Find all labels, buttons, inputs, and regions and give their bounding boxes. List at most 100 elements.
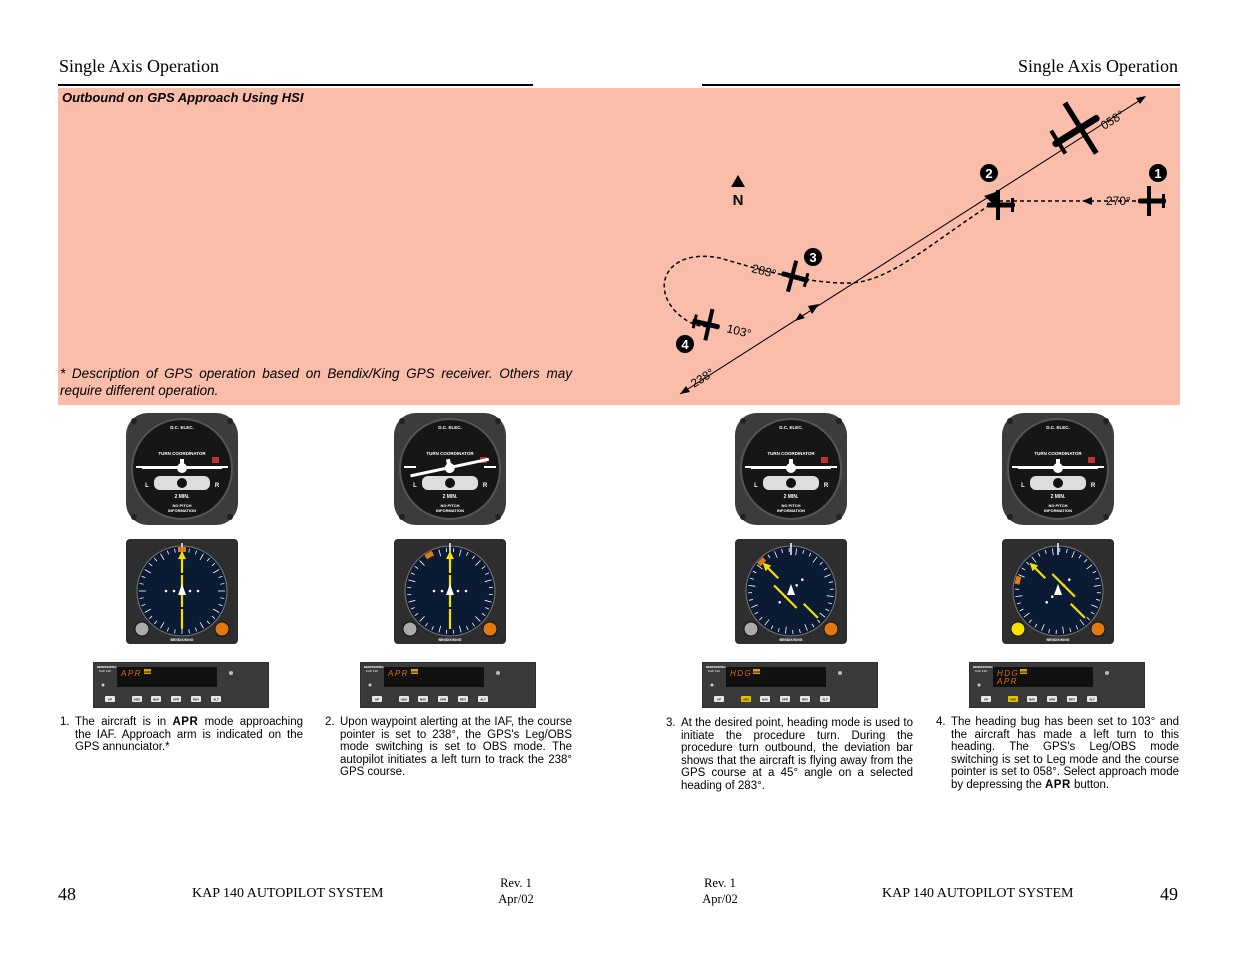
svg-text:AP: AP: [108, 698, 112, 702]
svg-text:3: 3: [809, 250, 816, 265]
svg-text:BENDIX/KING: BENDIX/KING: [439, 638, 462, 642]
right-page-number: 49: [1160, 884, 1178, 904]
svg-text:NO PITCH: NO PITCH: [781, 503, 800, 508]
ap-button-apr[interactable]: APR: [438, 696, 448, 702]
svg-text:APR: APR: [782, 698, 789, 702]
ap-button-nav[interactable]: NAV: [760, 696, 770, 702]
diagram-band: [58, 88, 1180, 405]
svg-text:NAV: NAV: [420, 698, 426, 702]
svg-text:APR: APR: [440, 698, 447, 702]
svg-text:INFORMATION: INFORMATION: [1044, 508, 1072, 513]
ap-button-hdg[interactable]: HDG: [1008, 696, 1018, 702]
ap-button-rev[interactable]: REV: [458, 696, 468, 702]
svg-text:TURN COORDINATOR: TURN COORDINATOR: [426, 451, 474, 456]
svg-text:NAV: NAV: [1029, 698, 1035, 702]
svg-text:BENDIX/KING: BENDIX/KING: [364, 665, 384, 669]
aircraft-058: [1049, 101, 1100, 155]
ap-button-hdg[interactable]: HDG: [132, 696, 142, 702]
ap-button-rev[interactable]: REV: [800, 696, 810, 702]
ap-button-hdg[interactable]: HDG: [399, 696, 409, 702]
svg-text:ALT: ALT: [822, 698, 828, 702]
svg-text:R: R: [483, 483, 488, 489]
caption-3: 3. At the desired point, heading mode is…: [666, 717, 913, 792]
svg-text:2 MIN.: 2 MIN.: [784, 494, 799, 500]
svg-text:L: L: [413, 483, 417, 489]
svg-text:KAP 140: KAP 140: [708, 669, 720, 673]
svg-text:REV: REV: [193, 698, 199, 702]
svg-text:L: L: [754, 483, 758, 489]
svg-text:APR: APR: [1049, 698, 1056, 702]
ap-button-alt[interactable]: ALT: [820, 696, 830, 702]
ap-button-hdg[interactable]: HDG: [741, 696, 751, 702]
ap-button-rev[interactable]: REV: [191, 696, 201, 702]
marker-4: 4: [676, 335, 694, 353]
ap-button-nav[interactable]: NAV: [151, 696, 161, 702]
svg-text:NO PITCH: NO PITCH: [440, 503, 459, 508]
svg-text:REV: REV: [1069, 698, 1075, 702]
svg-text:HDG: HDG: [134, 698, 141, 702]
svg-text:REV: REV: [802, 698, 808, 702]
caption-1: 1. The aircraft is in APR mode approachi…: [60, 716, 303, 754]
ap-button-alt[interactable]: ALT: [478, 696, 488, 702]
svg-text:ARM: ARM: [753, 670, 760, 674]
svg-text:APR: APR: [387, 669, 409, 678]
svg-text:NAV: NAV: [762, 698, 768, 702]
svg-text:KAP 140: KAP 140: [975, 669, 987, 673]
svg-text:TURN COORDINATOR: TURN COORDINATOR: [767, 451, 815, 456]
ap-button-ap[interactable]: AP: [981, 696, 991, 702]
svg-text:D.C. ELEC.: D.C. ELEC.: [779, 425, 803, 430]
hsi-3: BENDIX/KING: [735, 539, 847, 644]
svg-text:ALT: ALT: [1089, 698, 1095, 702]
right-page-header: Single Axis Operation: [1018, 56, 1178, 76]
svg-text:INFORMATION: INFORMATION: [777, 508, 805, 513]
ap-button-ap[interactable]: AP: [714, 696, 724, 702]
svg-text:TURN COORDINATOR: TURN COORDINATOR: [158, 451, 206, 456]
ap-button-rev[interactable]: REV: [1067, 696, 1077, 702]
svg-text:HDG: HDG: [1010, 698, 1017, 702]
svg-text:APR: APR: [173, 698, 180, 702]
ap-button-ap[interactable]: AP: [372, 696, 382, 702]
ap-button-apr[interactable]: APR: [1047, 696, 1057, 702]
ap-button-ap[interactable]: AP: [105, 696, 115, 702]
ap-button-apr[interactable]: APR: [171, 696, 181, 702]
band-title: Outbound on GPS Approach Using HSI: [62, 90, 304, 105]
ap-button-nav[interactable]: NAV: [1027, 696, 1037, 702]
aircraft-4: [691, 308, 720, 341]
course-238-label: 238°: [688, 365, 717, 390]
ap-button-apr[interactable]: APR: [780, 696, 790, 702]
aircraft-1: [1138, 186, 1166, 216]
marker-1: 1: [1149, 164, 1167, 182]
svg-text:NO PITCH: NO PITCH: [1048, 503, 1067, 508]
svg-text:2 MIN.: 2 MIN.: [443, 494, 458, 500]
right-header-rule: [702, 84, 1180, 86]
svg-text:KAP 140: KAP 140: [366, 669, 378, 673]
marker-3: 3: [804, 248, 822, 266]
caption-4: 4. The heading bug has been set to 103° …: [936, 716, 1179, 791]
svg-text:HDG: HDG: [997, 669, 1019, 678]
procedure-turn-track: [663, 204, 991, 328]
approach-diagram: N 058° 270° 283° 103° 238°: [663, 96, 1167, 395]
hsi-4: BENDIX/KING: [1002, 539, 1114, 644]
ap-button-alt[interactable]: ALT: [1087, 696, 1097, 702]
course-103-label: 103°: [725, 321, 753, 341]
svg-text:HDG: HDG: [401, 698, 408, 702]
course-line: [679, 96, 1146, 395]
svg-text:INFORMATION: INFORMATION: [436, 508, 464, 513]
svg-text:AP: AP: [375, 698, 379, 702]
svg-text:NO PITCH: NO PITCH: [172, 503, 191, 508]
left-page-number: 48: [58, 884, 76, 904]
svg-text:HDG: HDG: [743, 698, 750, 702]
ap-button-nav[interactable]: NAV: [418, 696, 428, 702]
left-page-header: Single Axis Operation: [59, 56, 219, 76]
ap-button-alt[interactable]: ALT: [211, 696, 221, 702]
band-note: * Description of GPS operation based on …: [60, 366, 572, 398]
left-header-rule: [58, 84, 533, 86]
svg-text:2 MIN.: 2 MIN.: [1051, 494, 1066, 500]
svg-text:BENDIX/KING: BENDIX/KING: [1047, 638, 1070, 642]
